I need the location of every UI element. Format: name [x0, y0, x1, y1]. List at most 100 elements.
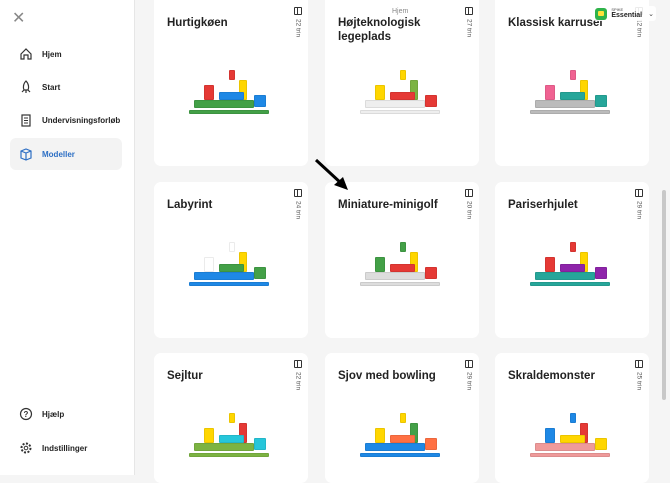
lego-brick: [595, 267, 607, 279]
steps-badge: 24 trin: [293, 189, 303, 219]
lego-brick: [194, 443, 254, 451]
lego-brick: [219, 92, 244, 100]
steps-count: 27 trin: [465, 19, 473, 38]
steps-count: 22 trin: [294, 19, 302, 38]
lego-brick: [545, 428, 555, 443]
steps-badge: 25 trin: [634, 360, 644, 390]
lego-brick: [189, 282, 269, 286]
lego-brick: [545, 85, 555, 100]
steps-badge: 29 trin: [634, 189, 644, 219]
sidebar: ✕ Hjem Start Undervisningsforløb Modelle…: [0, 0, 135, 475]
sidebar-item-indstillinger[interactable]: Indstillinger: [10, 432, 122, 464]
model-card[interactable]: Pariserhjulet 29 trin: [495, 182, 649, 338]
brand-small: SPIKE: [611, 7, 624, 12]
lego-brick: [570, 242, 576, 252]
steps-count: 29 trin: [465, 372, 473, 391]
sidebar-item-label: Hjælp: [42, 409, 65, 419]
rocket-icon: [21, 80, 31, 93]
model-image: [355, 242, 450, 302]
lego-brick: [595, 95, 607, 107]
box-icon: [20, 148, 32, 161]
lego-brick: [360, 110, 440, 114]
gear-icon: [20, 442, 32, 454]
model-card[interactable]: Skraldemonster 25 trin: [495, 353, 649, 483]
model-card[interactable]: Labyrint 24 trin: [154, 182, 308, 338]
steps-count: 25 trin: [635, 372, 643, 391]
model-title: Hurtigkøen: [167, 17, 228, 29]
sidebar-item-modeller[interactable]: Modeller: [10, 138, 122, 170]
lego-brick: [560, 92, 585, 100]
lego-brick: [400, 413, 406, 423]
lego-brick: [560, 435, 585, 443]
lego-brick: [375, 428, 385, 443]
lego-brick: [204, 257, 214, 272]
home-icon: [20, 48, 32, 60]
brand-name: Essential: [611, 12, 643, 19]
svg-text:?: ?: [24, 410, 29, 419]
lego-brick: [375, 257, 385, 272]
model-card[interactable]: Klassisk karrusel 12 trin: [495, 0, 649, 166]
model-card[interactable]: Højteknologisk legeplads 27 trin: [325, 0, 479, 166]
model-card[interactable]: Sejltur 22 trin: [154, 353, 308, 483]
model-image: [525, 413, 620, 473]
lego-brick: [595, 438, 607, 450]
lego-brick: [425, 267, 437, 279]
model-card[interactable]: Hurtigkøen 22 trin: [154, 0, 308, 166]
lego-brick: [570, 70, 576, 80]
lego-brick: [254, 438, 266, 450]
box-icon: [465, 189, 473, 197]
sidebar-item-hjaelp[interactable]: ? Hjælp: [10, 398, 122, 430]
sidebar-item-undervisningsforlob[interactable]: Undervisningsforløb: [10, 104, 122, 136]
model-title: Sejltur: [167, 370, 203, 382]
model-title: Pariserhjulet: [508, 199, 578, 211]
help-icon: ?: [19, 407, 33, 421]
sidebar-item-label: Undervisningsforløb: [42, 115, 121, 125]
scrollbar[interactable]: [662, 190, 666, 400]
box-icon: [635, 360, 643, 368]
lego-brick: [535, 443, 595, 451]
box-icon: [294, 7, 302, 15]
model-title: Labyrint: [167, 199, 213, 211]
lego-brick: [189, 453, 269, 457]
lego-brick: [390, 92, 415, 100]
lego-brick: [560, 264, 585, 272]
lego-brick: [530, 453, 610, 457]
lego-brick: [570, 413, 576, 423]
model-image: [184, 413, 279, 473]
model-image: [184, 242, 279, 302]
sidebar-item-hjem[interactable]: Hjem: [10, 38, 122, 70]
sidebar-item-label: Start: [42, 82, 61, 92]
close-icon[interactable]: ✕: [12, 10, 26, 27]
pointer-arrow-icon: [314, 158, 348, 190]
lego-brick: [254, 267, 266, 279]
steps-count: 20 trin: [465, 201, 473, 220]
steps-badge: 29 trin: [464, 360, 474, 390]
model-title: Højteknologisk legeplads: [338, 17, 421, 43]
sidebar-item-label: Hjem: [42, 49, 62, 59]
lego-brick: [365, 443, 425, 451]
lego-brick: [204, 85, 214, 100]
model-card[interactable]: Miniature-minigolf 20 trin: [325, 182, 479, 338]
model-title: Miniature-minigolf: [338, 199, 438, 211]
lego-brick: [194, 100, 254, 108]
steps-badge: 22 trin: [293, 7, 303, 37]
lego-brick: [194, 272, 254, 280]
lego-brick: [375, 85, 385, 100]
steps-count: 24 trin: [294, 201, 302, 220]
steps-badge: 22 trin: [293, 360, 303, 390]
steps-badge: 20 trin: [464, 189, 474, 219]
model-image: [525, 70, 620, 130]
lego-brick: [425, 95, 437, 107]
lego-brick: [360, 453, 440, 457]
lego-brick: [535, 100, 595, 108]
box-icon: [465, 360, 473, 368]
sidebar-item-start[interactable]: Start: [10, 71, 122, 103]
chevron-down-icon: ⌄: [648, 10, 654, 18]
model-card[interactable]: Sjov med bowling 29 trin: [325, 353, 479, 483]
steps-count: 29 trin: [635, 201, 643, 220]
clipboard-icon: [21, 114, 31, 127]
lego-brick: [229, 413, 235, 423]
box-icon: [294, 360, 302, 368]
